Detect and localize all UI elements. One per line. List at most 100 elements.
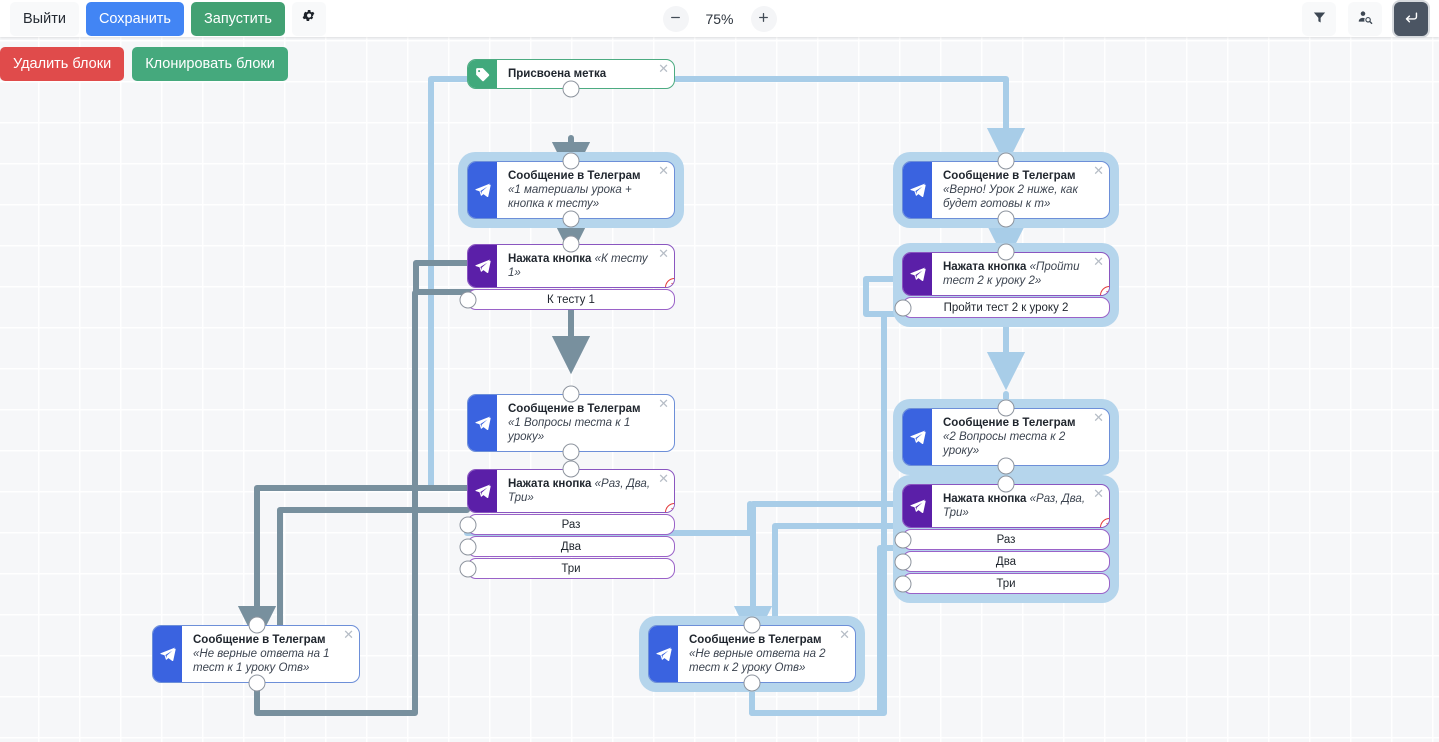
- clone-blocks-button[interactable]: Клонировать блоки: [132, 47, 288, 81]
- node-body: Сообщение в Телеграм «1 Вопросы теста к …: [497, 395, 674, 451]
- close-icon[interactable]: ✕: [1093, 164, 1104, 177]
- node-text: Нажата кнопка «Раз, Два, Три»: [943, 492, 1089, 520]
- user-search-button[interactable]: [1348, 2, 1382, 36]
- settings-button[interactable]: [292, 2, 326, 36]
- node-text: Сообщение в Телеграм «Не верные ответа н…: [193, 633, 339, 675]
- close-icon[interactable]: ✕: [658, 164, 669, 177]
- port-input[interactable]: [563, 236, 580, 253]
- node-telegram-message-6[interactable]: Сообщение в Телеграм «Не верные ответа н…: [648, 625, 856, 683]
- port-input[interactable]: [563, 153, 580, 170]
- node-text: Сообщение в Телеграм «1 материалы урока …: [508, 169, 654, 211]
- block-actions-bar: Удалить блоки Клонировать блоки: [0, 47, 288, 81]
- node-button-row[interactable]: Раз: [902, 529, 1110, 550]
- exit-button[interactable]: Выйти: [10, 2, 79, 36]
- node-telegram-message-3[interactable]: Сообщение в Телеграм «Верно! Урок 2 ниже…: [902, 161, 1110, 219]
- port-output[interactable]: [460, 291, 477, 308]
- node-button-row[interactable]: Три: [902, 573, 1110, 594]
- port-output[interactable]: [895, 575, 912, 592]
- node-telegram-message-4[interactable]: Сообщение в Телеграм «2 Вопросы теста к …: [902, 408, 1110, 466]
- node-button-pressed-2[interactable]: Нажата кнопка «Раз, Два, Три» ✕ ✕ Раз Дв…: [467, 469, 675, 579]
- port-output[interactable]: [460, 560, 477, 577]
- node-tag-assigned[interactable]: Присвоена метка ✕: [467, 59, 675, 89]
- node-text: Сообщение в Телеграм «Верно! Урок 2 ниже…: [943, 169, 1089, 211]
- node-button-row[interactable]: Два: [467, 536, 675, 557]
- port-input[interactable]: [563, 461, 580, 478]
- port-output[interactable]: [744, 675, 761, 692]
- node-button-pressed-3[interactable]: Нажата кнопка «Пройти тест 2 к уроку 2» …: [902, 252, 1110, 318]
- zoom-level: 75%: [703, 11, 737, 27]
- port-output[interactable]: [563, 81, 580, 98]
- node-body: Сообщение в Телеграм «Не верные ответа н…: [678, 626, 855, 682]
- close-icon[interactable]: ✕: [343, 628, 354, 641]
- node-body: Сообщение в Телеграм «2 Вопросы теста к …: [932, 409, 1109, 465]
- node-telegram-message-5[interactable]: Сообщение в Телеграм «Не верные ответа н…: [152, 625, 360, 683]
- port-output[interactable]: [895, 553, 912, 570]
- node-telegram-message-2[interactable]: Сообщение в Телеграм «1 Вопросы теста к …: [467, 394, 675, 452]
- port-input[interactable]: [998, 153, 1015, 170]
- node-button-label: Два: [996, 556, 1016, 568]
- node-button-pressed-4[interactable]: Нажата кнопка «Раз, Два, Три» ✕ ✕ Раз Дв…: [902, 484, 1110, 594]
- save-button[interactable]: Сохранить: [86, 2, 184, 36]
- telegram-icon: [903, 253, 932, 295]
- node-button-label: Три: [996, 578, 1015, 590]
- close-icon[interactable]: ✕: [658, 247, 669, 260]
- delete-blocks-button[interactable]: Удалить блоки: [0, 47, 124, 81]
- telegram-icon: [153, 626, 182, 682]
- port-input[interactable]: [744, 617, 761, 634]
- port-input[interactable]: [998, 400, 1015, 417]
- port-output[interactable]: [460, 538, 477, 555]
- node-button-row[interactable]: Пройти тест 2 к уроку 2: [902, 297, 1110, 318]
- telegram-icon: [468, 245, 497, 287]
- close-icon[interactable]: ✕: [658, 397, 669, 410]
- filter-button[interactable]: [1302, 2, 1336, 36]
- zoom-in-button[interactable]: [751, 6, 777, 32]
- zoom-out-button[interactable]: [663, 6, 689, 32]
- port-input[interactable]: [998, 476, 1015, 493]
- node-button-row[interactable]: Три: [467, 558, 675, 579]
- port-output[interactable]: [895, 299, 912, 316]
- plus-icon: [757, 11, 770, 27]
- port-output[interactable]: [998, 458, 1015, 475]
- close-icon[interactable]: ✕: [1093, 487, 1104, 500]
- port-input[interactable]: [563, 386, 580, 403]
- node-button-pressed-1[interactable]: Нажата кнопка «К тесту 1» ✕ ✕ К тесту 1: [467, 244, 675, 310]
- close-icon[interactable]: ✕: [1093, 411, 1104, 424]
- node-text: Нажата кнопка «Раз, Два, Три»: [508, 477, 654, 505]
- port-output[interactable]: [895, 531, 912, 548]
- node-button-label: Три: [561, 563, 580, 575]
- node-title: Присвоена метка: [508, 67, 606, 81]
- node-text: Нажата кнопка «Пройти тест 2 к уроку 2»: [943, 260, 1089, 288]
- port-input[interactable]: [249, 617, 266, 634]
- filter-icon: [1312, 10, 1327, 28]
- node-text: Сообщение в Телеграм «2 Вопросы теста к …: [943, 416, 1089, 458]
- close-icon[interactable]: ✕: [658, 472, 669, 485]
- port-input[interactable]: [998, 244, 1015, 261]
- gear-icon: [301, 2, 316, 36]
- flow-canvas[interactable]: Присвоена метка ✕ Сообщение в Телеграм «…: [0, 37, 1439, 742]
- port-output[interactable]: [563, 444, 580, 461]
- telegram-icon: [903, 409, 932, 465]
- close-icon[interactable]: ✕: [839, 628, 850, 641]
- close-icon[interactable]: ✕: [658, 62, 669, 75]
- telegram-icon: [468, 162, 497, 218]
- node-button-label: Два: [561, 541, 581, 553]
- toolbar-left-group: Выйти Сохранить Запустить: [10, 0, 326, 37]
- node-telegram-message-1[interactable]: Сообщение в Телеграм «1 материалы урока …: [467, 161, 675, 219]
- node-text: Нажата кнопка «К тесту 1»: [508, 252, 654, 280]
- node-button-row[interactable]: Раз: [467, 514, 675, 535]
- collapse-panel-button[interactable]: [1394, 2, 1428, 36]
- run-button[interactable]: Запустить: [191, 2, 285, 36]
- enter-arrow-icon: [1403, 9, 1420, 29]
- port-output[interactable]: [563, 211, 580, 228]
- port-output[interactable]: [998, 211, 1015, 228]
- node-button-label: К тесту 1: [547, 294, 595, 306]
- port-output[interactable]: [249, 675, 266, 692]
- close-icon[interactable]: ✕: [1093, 255, 1104, 268]
- node-body: Нажата кнопка «К тесту 1»: [497, 245, 674, 287]
- node-body: Нажата кнопка «Раз, Два, Три»: [497, 470, 674, 512]
- node-button-row[interactable]: Два: [902, 551, 1110, 572]
- telegram-icon: [649, 626, 678, 682]
- node-button-row[interactable]: К тесту 1: [467, 289, 675, 310]
- port-output[interactable]: [460, 516, 477, 533]
